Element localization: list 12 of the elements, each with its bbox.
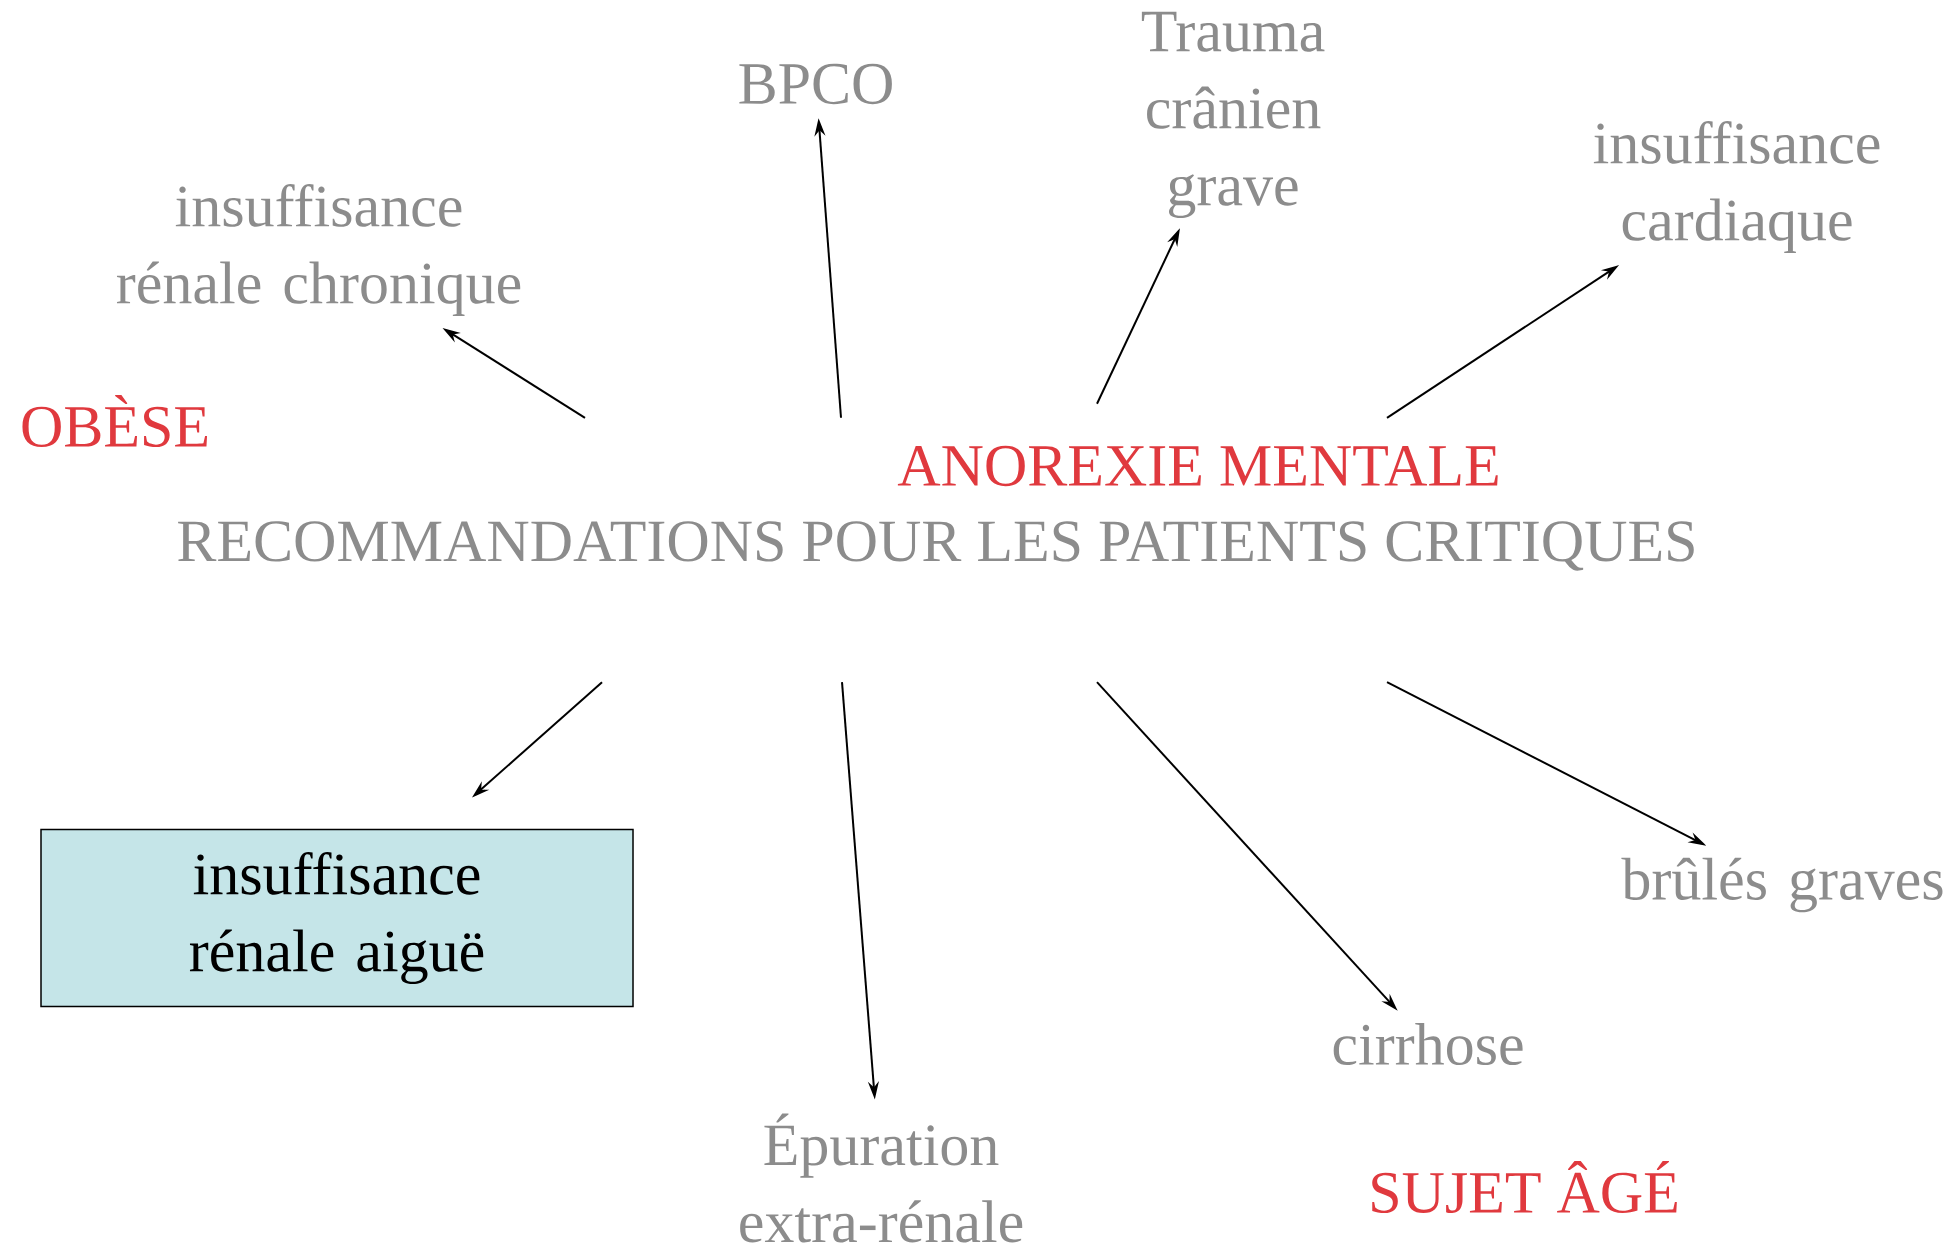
condition-text: Trauma crânien grave: [1141, 11, 1325, 219]
title-text: RECOMMANDATIONS POUR LES PATIENTS CRITIQUES: [178, 521, 1694, 571]
condition-text: Épuration extra-rénale: [740, 1113, 1023, 1243]
note-text: OBÈSE: [22, 394, 208, 448]
note-text: ANOREXIE MENTALE: [897, 445, 1498, 487]
condition-text: insuffisance rénale chronique: [117, 184, 521, 316]
condition-text: cirrhose: [1333, 1022, 1523, 1066]
condition-text: insuffisance cardiaque: [1593, 120, 1880, 253]
note-text: SUJET ÂGÉ: [1372, 1160, 1677, 1214]
condition-text: BPCO: [739, 63, 892, 105]
condition-text: brûlés graves: [1621, 857, 1943, 913]
highlighted-box: insuffisance rénale aiguë: [40, 828, 634, 1008]
